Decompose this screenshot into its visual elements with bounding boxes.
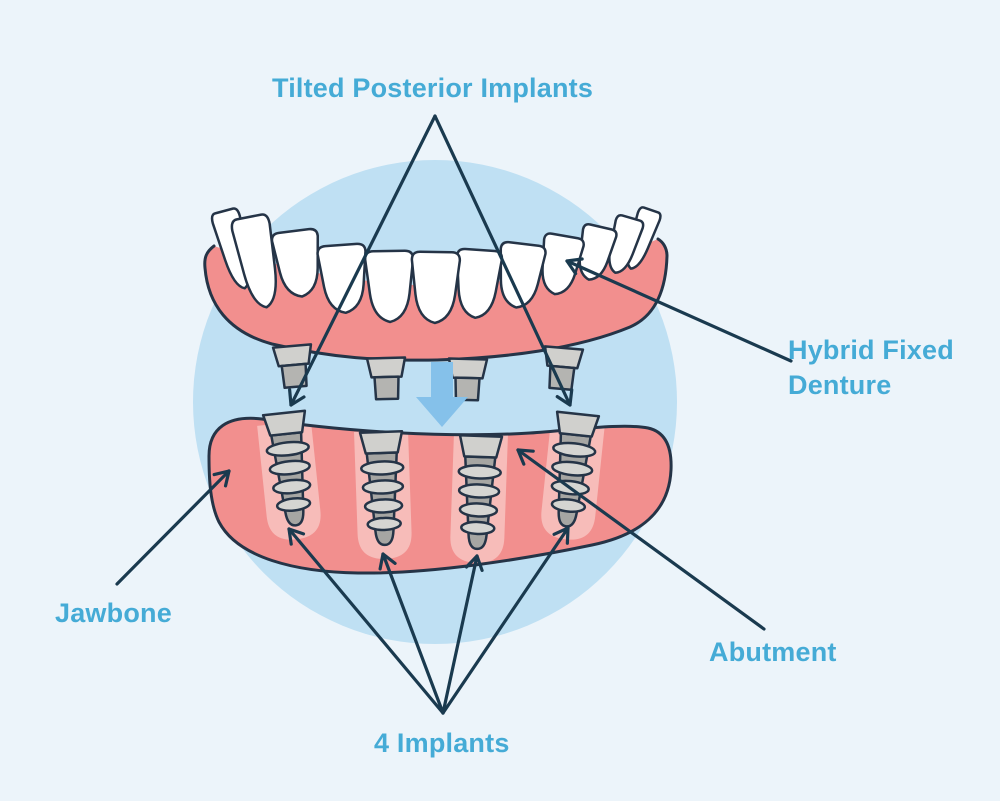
denture-gum-outline (203, 237, 669, 362)
upper-denture (203, 205, 669, 402)
label-hybrid-line2: Denture (788, 370, 892, 400)
label-hybrid-fixed-denture: Hybrid Fixed Denture (788, 333, 954, 403)
pointer-implant-3 (441, 554, 484, 715)
pointer-implant-4 (441, 526, 570, 715)
jawbone-outline (207, 416, 673, 575)
pointer-implant-1 (287, 527, 445, 715)
pointer-abutment (516, 448, 766, 631)
label-tilted-posterior-implants: Tilted Posterior Implants (272, 73, 594, 103)
pointer-tilted-left (288, 114, 437, 407)
down-arrow-icon (416, 362, 468, 427)
pointer-tilted-right (433, 114, 574, 407)
label-hybrid-line1: Hybrid Fixed (788, 335, 954, 365)
label-jawbone: Jawbone (55, 598, 172, 628)
label-four-implants: 4 Implants (374, 728, 510, 758)
pointer-hybrid-denture (565, 257, 793, 363)
pointer-arrows (115, 114, 793, 715)
label-abutment: Abutment (709, 637, 837, 667)
pointer-jawbone (115, 469, 231, 586)
pointer-implant-2 (378, 552, 445, 715)
